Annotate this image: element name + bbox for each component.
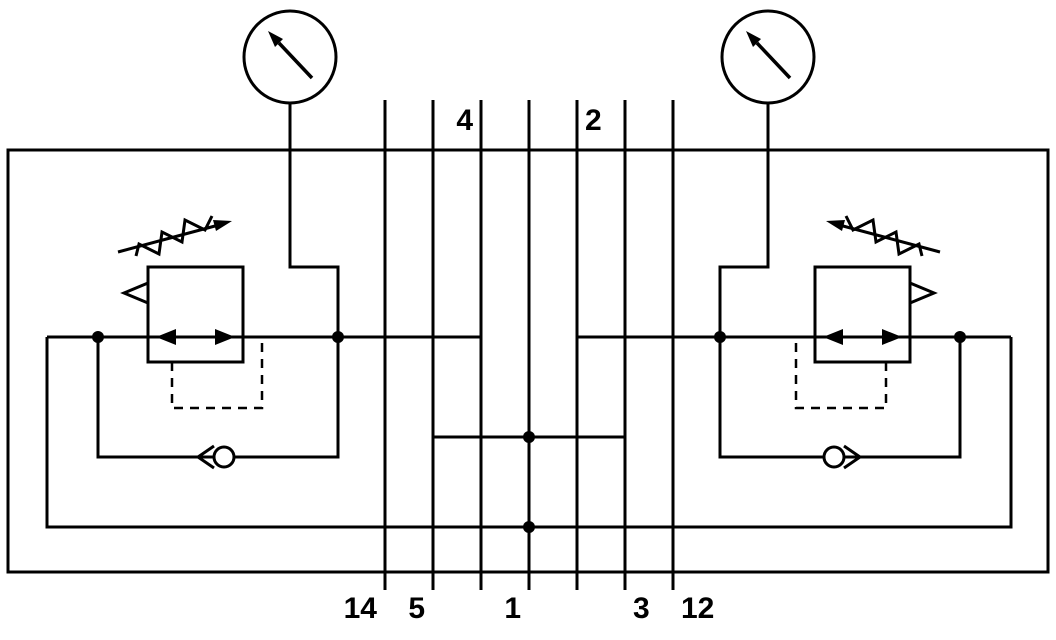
check-valve-ball-icon — [822, 445, 846, 469]
relief-triangle-icon — [120, 280, 150, 306]
pressure-gauge-right — [718, 9, 816, 337]
check-valve-seat-icon — [843, 444, 863, 470]
junction-dots — [92, 331, 966, 533]
gauge-stem-right — [718, 103, 770, 337]
port-label-14: 14 — [344, 592, 378, 625]
pilot-line-left — [170, 340, 264, 410]
check-valve-right — [718, 337, 962, 470]
port-label-3: 3 — [633, 592, 650, 625]
gauge-needle-icon — [755, 41, 792, 80]
port-labels: 4 2 14 5 1 3 12 — [344, 104, 715, 625]
bypass-line-left — [96, 337, 340, 459]
junction-dot — [332, 331, 344, 343]
port-label-1: 1 — [504, 592, 521, 625]
junction-dot — [523, 521, 535, 533]
flow-arrow-right-icon — [215, 329, 235, 345]
gauge-needle-icon — [277, 41, 314, 80]
junction-dot — [92, 331, 104, 343]
regulator-body — [813, 265, 912, 364]
channel-lines — [383, 100, 675, 590]
gauge-needle-tip-icon — [746, 31, 761, 47]
port-label-12: 12 — [681, 592, 714, 625]
adjustment-arrow — [842, 224, 941, 254]
relief-triangle-icon — [908, 280, 938, 306]
port-label-4: 4 — [456, 104, 473, 137]
port-label-2: 2 — [585, 104, 602, 137]
flow-arrow-left-icon — [823, 329, 843, 345]
gauge-needle-tip-icon — [268, 31, 283, 47]
pilot-line-right — [794, 340, 888, 410]
adjustment-arrow-tip-icon — [213, 220, 232, 231]
check-valve-seat-icon — [195, 444, 215, 470]
pressure-regulator-left — [117, 215, 264, 410]
junction-dot — [714, 331, 726, 343]
regulator-body — [146, 265, 245, 364]
adjustment-arrow-tip-icon — [826, 220, 845, 231]
bypass-line-right — [718, 337, 962, 459]
pressure-regulator-right — [794, 215, 941, 410]
check-valve-left — [96, 337, 340, 470]
flow-arrow-left-icon — [156, 329, 176, 345]
adjustment-arrow — [117, 224, 216, 254]
junction-dot — [523, 431, 535, 443]
pressure-gauge-left — [242, 9, 340, 337]
check-valve-ball-icon — [212, 445, 236, 469]
gauge-stem-left — [288, 103, 340, 337]
junction-dot — [954, 331, 966, 343]
flow-arrow-right-icon — [882, 329, 902, 345]
port-label-5: 5 — [408, 592, 425, 625]
